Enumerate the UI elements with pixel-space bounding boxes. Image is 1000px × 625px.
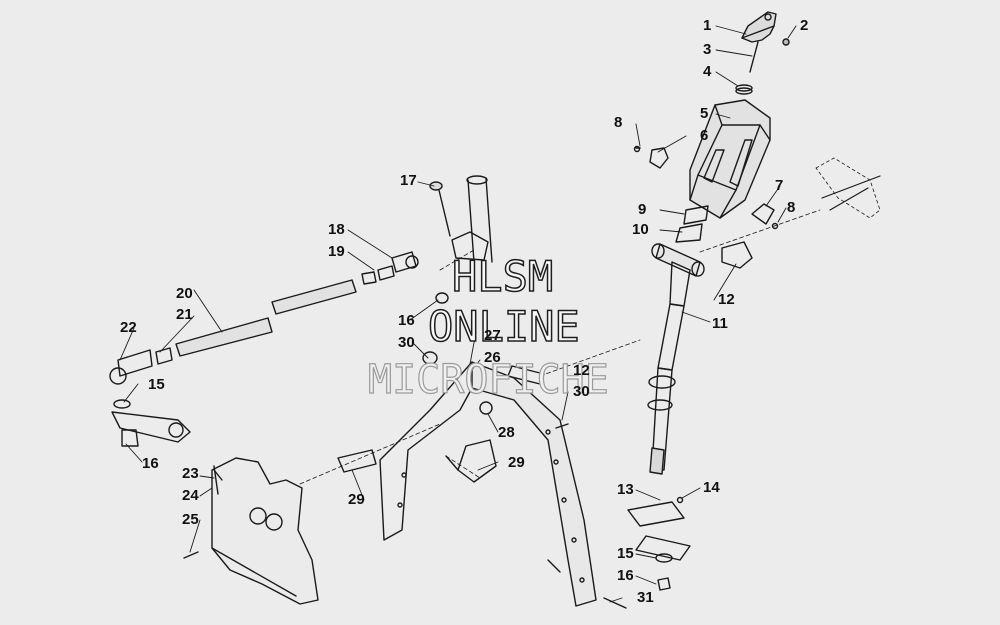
callout-19: 19 [328, 243, 345, 260]
callout-15-right: 15 [617, 545, 634, 562]
callout-16-left: 16 [142, 455, 159, 472]
screw-part [782, 38, 790, 46]
bearing-plate-part [627, 501, 685, 527]
callout-30-center: 30 [573, 383, 590, 400]
callout-8-top: 8 [614, 114, 623, 131]
callout-4: 4 [703, 63, 712, 80]
callout-17: 17 [400, 172, 417, 189]
panel-part [211, 457, 319, 605]
callout-7: 7 [775, 177, 784, 194]
callout-1: 1 [703, 17, 712, 34]
guide-lines [299, 209, 821, 485]
callout-26: 26 [484, 349, 501, 366]
callout-12-center: 12 [573, 362, 590, 379]
callout-21: 21 [176, 306, 193, 323]
screw-part [183, 551, 199, 559]
callout-9: 9 [638, 201, 647, 218]
callout-29-left: 29 [348, 491, 365, 508]
callout-10: 10 [632, 221, 649, 238]
leader-lines [119, 25, 797, 603]
support-frame-part [379, 361, 597, 607]
callout-31: 31 [637, 589, 654, 606]
watermark-line-2: ONLINE [427, 302, 580, 351]
handlebar-block-part [689, 99, 771, 219]
clip-part [649, 147, 669, 169]
watermark-line-1: HLSM [451, 252, 554, 301]
steering-post-part [647, 243, 705, 475]
bolt-part [437, 185, 451, 237]
block-part [721, 241, 753, 269]
callout-22: 22 [120, 319, 137, 336]
callout-24: 24 [182, 487, 199, 504]
washer-part [735, 84, 753, 92]
callout-8-right: 8 [787, 199, 796, 216]
column-tube-part [467, 179, 475, 263]
callout-3: 3 [703, 41, 712, 58]
callout-23: 23 [182, 465, 199, 482]
callout-5: 5 [700, 105, 709, 122]
tie-rod-part [109, 251, 419, 385]
callout-27: 27 [484, 327, 501, 344]
watermark-line-3: MICROFICHE [367, 357, 609, 403]
callout-13: 13 [617, 481, 634, 498]
callout-29-right: 29 [508, 454, 525, 471]
callout-11: 11 [712, 315, 728, 332]
callout-6: 6 [700, 127, 709, 144]
callout-18: 18 [328, 221, 345, 238]
clip-part [751, 203, 775, 225]
callout-15-left: 15 [148, 376, 165, 393]
nut-part [435, 292, 449, 304]
callout-25: 25 [182, 511, 199, 528]
pin-part [749, 41, 759, 73]
u-clamp-part [337, 449, 377, 473]
u-clamp-part [457, 439, 497, 483]
callout-20: 20 [176, 285, 193, 302]
callout-30-left: 30 [398, 334, 415, 351]
callout-16-center: 16 [398, 312, 415, 329]
pitman-arm-part [111, 411, 191, 443]
hood-outline [815, 157, 881, 219]
callout-2: 2 [800, 17, 809, 34]
callout-14: 14 [703, 479, 720, 496]
nut-part [422, 351, 438, 365]
washer-part [479, 401, 493, 415]
callout-28: 28 [498, 424, 515, 441]
throttle-lever-part [741, 11, 777, 43]
callout-12-right: 12 [718, 291, 735, 308]
callout-16-right: 16 [617, 567, 634, 584]
pin-part [213, 465, 219, 495]
